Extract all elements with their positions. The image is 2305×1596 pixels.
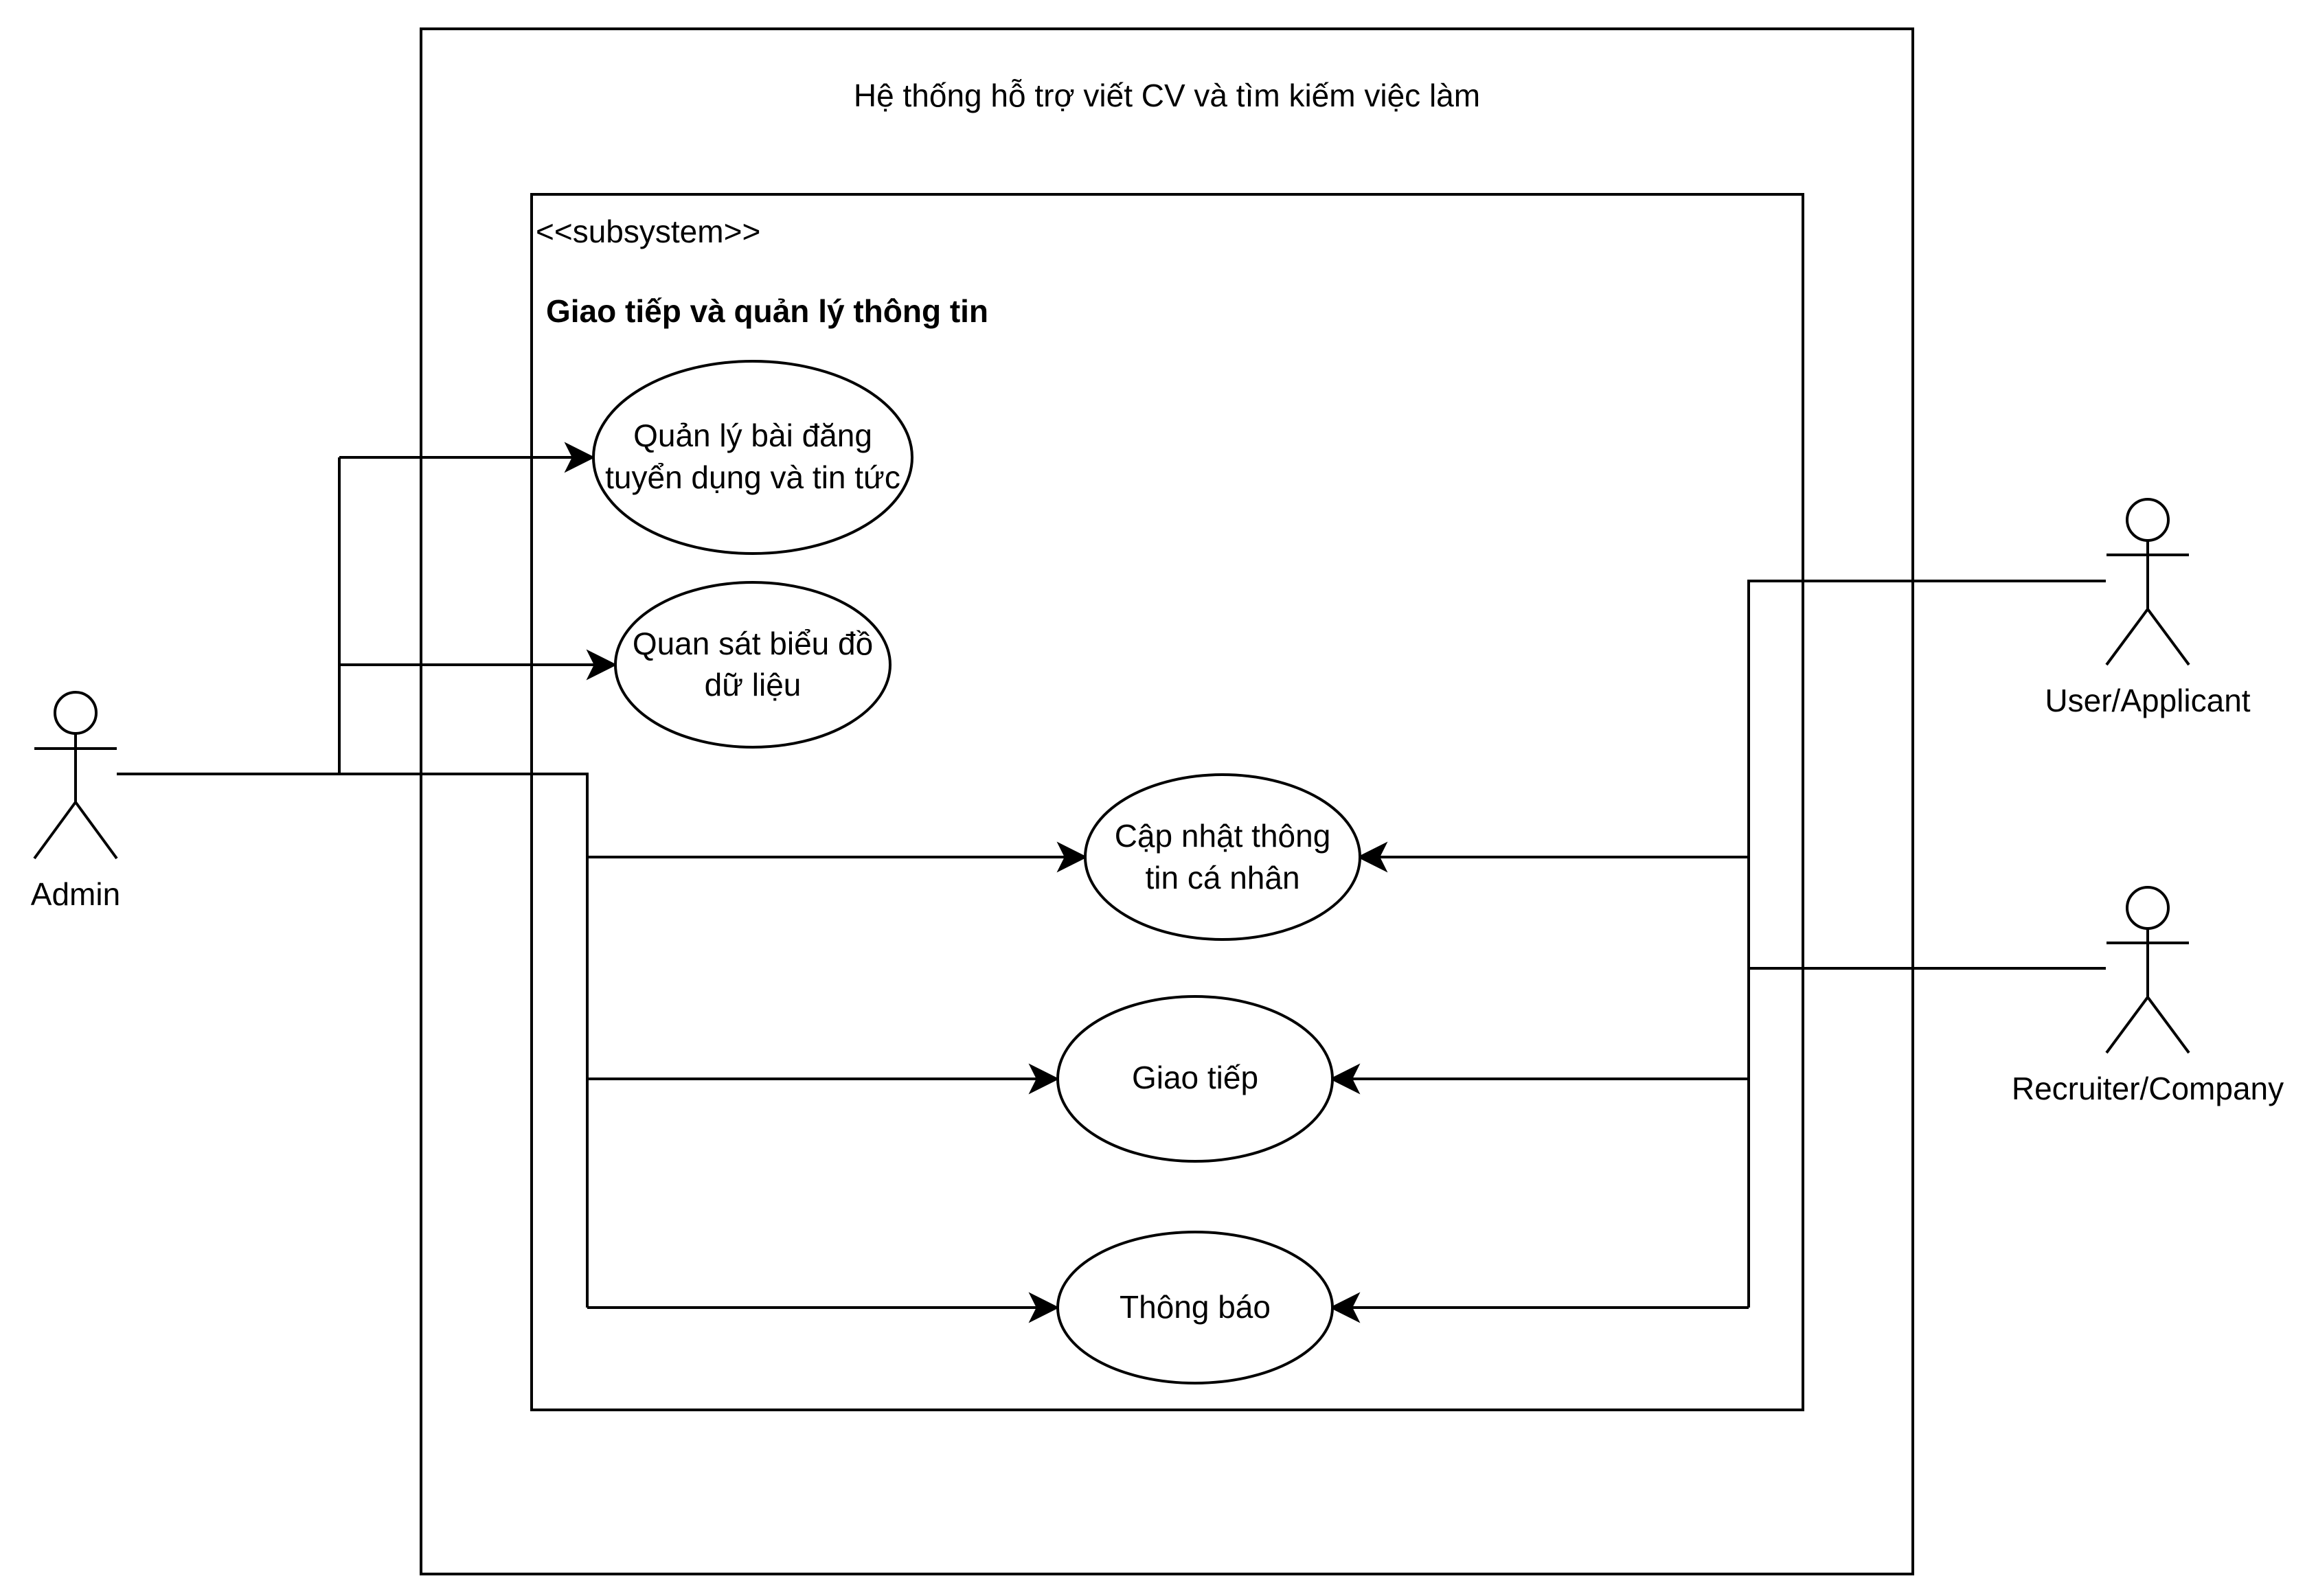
use-case-label: tin cá nhân	[1145, 860, 1299, 896]
use-case-label: tuyển dụng và tin tức	[605, 459, 900, 495]
actor-recruiter-company: Recruiter/Company	[2012, 886, 2284, 1106]
arrowhead-admin-uc-profile	[1056, 841, 1088, 873]
use-case-label: Giao tiếp	[1132, 1060, 1258, 1095]
use-case-ellipse	[614, 581, 892, 749]
use-case-notification: Thông báo	[1056, 1231, 1334, 1384]
actor-user-applicant: User/Applicant	[2045, 498, 2251, 718]
subsystem-name: Giao tiếp và quản lý thông tin	[546, 293, 988, 329]
arrowhead-admin-uc-posts	[564, 442, 595, 473]
arrowhead-right-uc-communication	[1329, 1063, 1361, 1095]
arrowhead-right-uc-notification	[1329, 1292, 1361, 1323]
arrowhead-admin-uc-charts	[586, 649, 617, 681]
use-case-ellipse	[1056, 995, 1334, 1163]
arrowhead-admin-uc-notification	[1028, 1292, 1060, 1323]
stick-figure-icon	[2105, 886, 2190, 1054]
use-case-ellipse	[1084, 773, 1361, 941]
subsystem-stereotype: <<subsystem>>	[536, 214, 760, 249]
arrowhead-admin-uc-communication	[1028, 1063, 1060, 1095]
stick-figure-icon	[2105, 498, 2190, 666]
use-case-posts: Quản lý bài đăng tuyển dụng và tin tức	[592, 360, 913, 555]
use-case-label: Thông báo	[1120, 1289, 1271, 1325]
system-title: Hệ thống hỗ trợ viết CV và tìm kiếm việc…	[854, 78, 1480, 113]
use-case-label: Quản lý bài đăng	[633, 418, 872, 453]
admin-trunk-line	[117, 773, 589, 1308]
use-case-label: dữ liệu	[705, 667, 802, 703]
use-case-ellipse	[1056, 1231, 1334, 1384]
actor-label: Admin	[31, 876, 120, 912]
actor-admin: Admin	[31, 691, 120, 912]
use-case-communication: Giao tiếp	[1056, 995, 1334, 1163]
use-case-ellipse	[592, 360, 913, 555]
use-case-charts: Quan sát biểu đồ dữ liệu	[614, 581, 892, 749]
user-trunk-line	[1747, 580, 2106, 1308]
actor-right-connectors	[1329, 580, 2106, 1323]
actor-label: User/Applicant	[2045, 683, 2250, 718]
arrowhead-right-uc-profile	[1356, 841, 1388, 873]
stick-figure-icon	[33, 691, 118, 860]
actor-label: Recruiter/Company	[2012, 1071, 2284, 1106]
use-case-label: Cập nhật thông	[1115, 818, 1331, 854]
admin-connectors	[117, 442, 1088, 1323]
use-case-label: Quan sát biểu đồ	[633, 626, 873, 661]
use-case-profile: Cập nhật thông tin cá nhân	[1084, 773, 1361, 941]
